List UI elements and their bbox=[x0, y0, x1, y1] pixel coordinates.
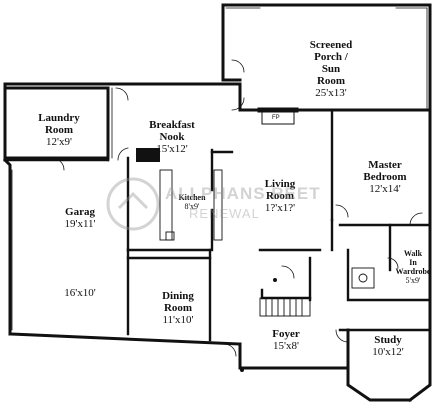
room-garage-secondary: 16'x10' bbox=[50, 287, 110, 299]
door-swings bbox=[51, 59, 423, 357]
room-study: Study 10'x12' bbox=[358, 334, 418, 358]
room-label: Laundry Room bbox=[38, 112, 80, 136]
exterior-walls bbox=[2, 82, 432, 403]
room-dining: Dining Room 11'x10' bbox=[148, 278, 208, 338]
room-label: Walk In Wardrobe bbox=[395, 249, 431, 276]
room-dimensions: 12'x9' bbox=[46, 136, 72, 148]
room-dimensions: 8'x9' bbox=[184, 202, 200, 211]
room-screened-porch: Screened Porch / Sun Room 25'x13' bbox=[296, 27, 366, 111]
outlet-mark bbox=[240, 368, 244, 372]
bath-fixtures bbox=[351, 267, 375, 289]
room-dimensions: 11'x10' bbox=[162, 314, 194, 326]
room-dimensions: 10'x12' bbox=[372, 346, 404, 358]
room-label: Garag bbox=[65, 206, 95, 218]
room-label: Study bbox=[374, 334, 402, 346]
room-walk-in-wardrobe: Walk In Wardrobe 5'x9' bbox=[393, 240, 433, 294]
room-foyer: Foyer 15'x8' bbox=[256, 328, 316, 352]
fridge bbox=[136, 148, 160, 162]
room-dimensions: 12'x14' bbox=[369, 183, 401, 195]
room-dimensions: 15'x12' bbox=[156, 143, 188, 155]
room-garage: Garag 19'x11' bbox=[50, 206, 110, 230]
room-dimensions: 5'x9' bbox=[405, 276, 421, 285]
room-label: Breakfast Nook bbox=[149, 119, 195, 143]
kitchen-counters bbox=[159, 169, 223, 241]
room-label: Master Bedroom bbox=[363, 159, 407, 183]
interior-walls bbox=[6, 108, 432, 342]
room-label: Foyer bbox=[272, 328, 300, 340]
room-laundry: Laundry Room 12'x9' bbox=[24, 100, 94, 160]
fireplace-label: FP bbox=[272, 115, 280, 121]
laundry-walls bbox=[6, 86, 110, 160]
room-dimensions: 19'x11' bbox=[64, 218, 96, 230]
porch-screen-lines bbox=[225, 7, 428, 109]
room-dimensions: 1?'x1?' bbox=[264, 202, 296, 214]
room-label: Dining Room bbox=[162, 290, 194, 314]
room-master-bedroom: Master Bedroom 12'x14' bbox=[350, 147, 420, 207]
fireplace bbox=[257, 107, 299, 125]
room-label: Screened Porch / Sun Room bbox=[309, 39, 353, 87]
room-kitchen: Kitchen 8'x9' bbox=[172, 193, 212, 211]
room-dimensions: 16'x10' bbox=[64, 287, 96, 299]
room-label: Kitchen bbox=[178, 193, 206, 202]
room-dimensions: 15'x8' bbox=[273, 340, 299, 352]
stairs bbox=[259, 297, 311, 317]
room-living: Living Room 1?'x1?' bbox=[250, 166, 310, 226]
room-breakfast: Breakfast Nook 15'x12' bbox=[138, 107, 206, 167]
outlet-mark bbox=[273, 278, 277, 282]
room-dimensions: 25'x13' bbox=[315, 87, 347, 99]
room-label: Living Room bbox=[264, 178, 296, 202]
screened-porch-walls bbox=[221, 3, 432, 112]
